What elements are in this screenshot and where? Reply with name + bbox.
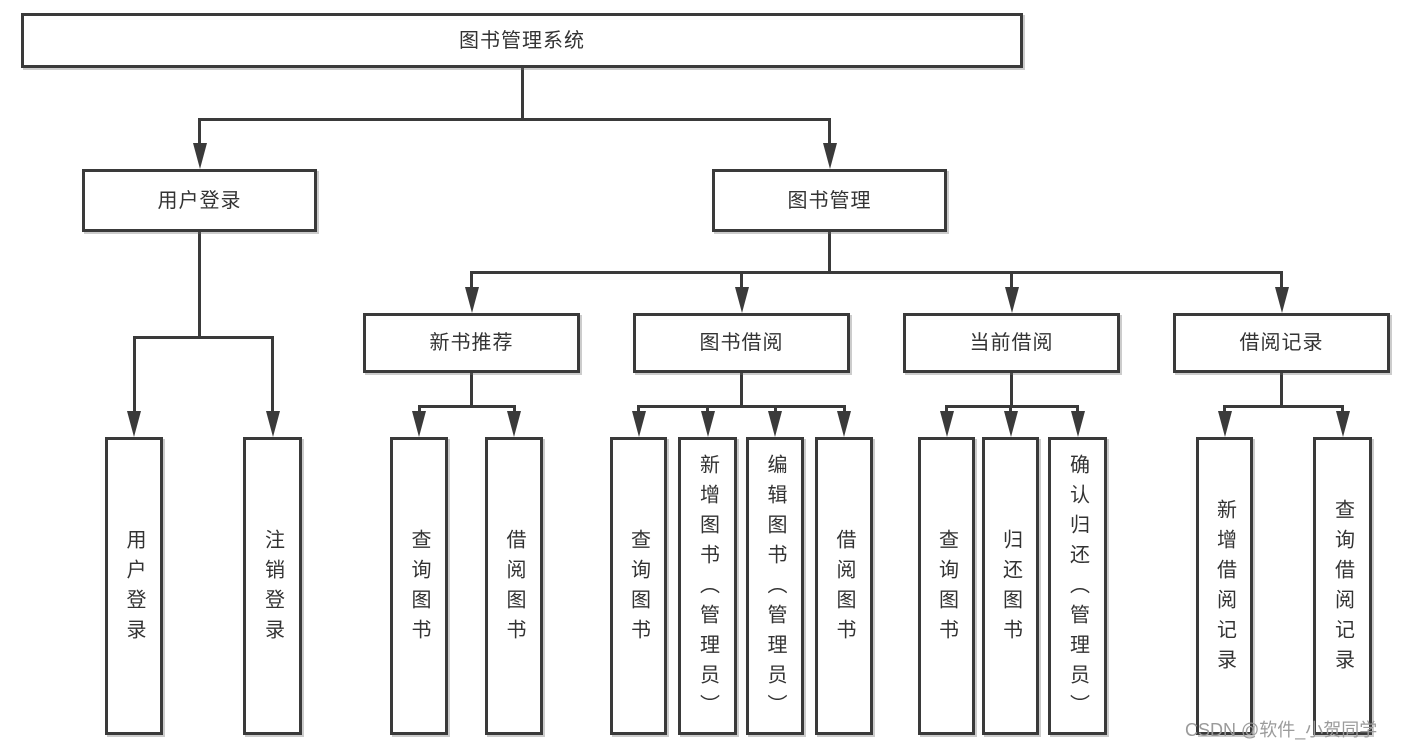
arrowhead-cb-query <box>939 411 954 437</box>
node-user-login: 用户登录 <box>82 169 317 232</box>
edge-drop-bb-borrow <box>842 405 846 413</box>
edge-stem-user-login <box>198 232 201 336</box>
arrowhead-user-login <box>192 143 207 169</box>
arrowhead-bb-query <box>631 411 646 437</box>
edge-stem-current-borrow <box>1010 373 1013 405</box>
node-cb-confirm: 确认归还（管理员） <box>1048 437 1107 735</box>
node-ul-login: 用户登录 <box>105 437 163 735</box>
csdn-watermark: CSDN @软件_小贺同学 <box>1185 720 1378 740</box>
edge-drop-book-borrow <box>740 271 743 289</box>
edge-drop-bb-edit <box>773 405 777 413</box>
node-bb-edit: 编辑图书（管理员） <box>746 437 804 735</box>
arrowhead-br-add <box>1217 411 1232 437</box>
arrowhead-current-borrow <box>1004 287 1019 313</box>
node-ul-logout: 注销登录 <box>243 437 302 735</box>
node-br-add: 新增借阅记录 <box>1196 437 1253 735</box>
edge-drop-book-mgmt <box>828 118 831 145</box>
edge-stem-book-mgmt <box>828 232 831 271</box>
edge-drop-cb-confirm <box>1076 405 1079 413</box>
node-root: 图书管理系统 <box>21 13 1023 68</box>
edge-stem-root <box>520 68 524 118</box>
edge-drop-nbr-query <box>417 405 421 413</box>
node-bb-add: 新增图书（管理员） <box>678 437 737 735</box>
edge-drop-current-borrow <box>1010 271 1013 289</box>
edge-drop-borrow-records <box>1280 271 1283 289</box>
edge-drop-user-login <box>198 118 201 145</box>
edge-drop-ul-login <box>132 336 136 413</box>
node-nbr-query: 查询图书 <box>390 437 448 735</box>
node-br-query: 查询借阅记录 <box>1313 437 1372 735</box>
node-bb-query: 查询图书 <box>610 437 667 735</box>
edge-drop-ul-logout <box>271 336 274 413</box>
edge-branch-book-mgmt <box>470 271 1283 274</box>
edge-drop-cb-query <box>945 405 948 413</box>
node-new-book-rec: 新书推荐 <box>363 313 580 373</box>
arrowhead-new-book-rec <box>464 287 479 313</box>
edge-branch-user-login <box>132 336 274 339</box>
arrowhead-book-borrow <box>734 287 749 313</box>
edge-drop-nbr-borrow <box>512 405 516 413</box>
arrowhead-ul-login <box>127 411 141 437</box>
arrowhead-nbr-borrow <box>507 411 521 437</box>
edge-drop-br-add <box>1223 405 1226 413</box>
edge-branch-borrow-records <box>1223 405 1344 408</box>
arrowhead-borrow-records <box>1274 287 1289 313</box>
node-bb-borrow: 借阅图书 <box>815 437 873 735</box>
arrowhead-bb-add <box>700 411 715 437</box>
node-book-borrow: 图书借阅 <box>633 313 850 373</box>
node-nbr-borrow: 借阅图书 <box>485 437 543 735</box>
node-borrow-records: 借阅记录 <box>1173 313 1390 373</box>
arrowhead-bb-borrow <box>837 411 851 437</box>
node-cb-query: 查询图书 <box>918 437 975 735</box>
node-book-mgmt: 图书管理 <box>712 169 947 232</box>
arrowhead-nbr-query <box>412 411 426 437</box>
edge-drop-br-query <box>1341 405 1344 413</box>
edge-drop-bb-query <box>637 405 640 413</box>
edge-branch-book-borrow <box>637 405 846 408</box>
arrowhead-bb-edit <box>768 411 782 437</box>
arrowhead-book-mgmt <box>822 143 837 169</box>
edge-branch-current-borrow <box>945 405 1079 408</box>
arrowhead-br-query <box>1335 411 1350 437</box>
edge-stem-borrow-records <box>1280 373 1283 405</box>
edge-drop-cb-return <box>1009 405 1012 413</box>
edge-drop-bb-add <box>706 405 709 413</box>
edge-stem-new-book-rec <box>470 373 473 405</box>
node-cb-return: 归还图书 <box>982 437 1039 735</box>
arrowhead-cb-return <box>1003 411 1018 437</box>
edge-branch-root <box>198 118 831 121</box>
arrowhead-cb-confirm <box>1070 411 1085 437</box>
edge-stem-book-borrow <box>740 373 743 405</box>
arrowhead-ul-logout <box>265 411 280 437</box>
node-current-borrow: 当前借阅 <box>903 313 1120 373</box>
edge-branch-new-book-rec <box>417 405 516 408</box>
edge-drop-new-book-rec <box>470 271 473 289</box>
